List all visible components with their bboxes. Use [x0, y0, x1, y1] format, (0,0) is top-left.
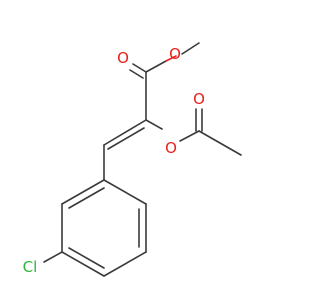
bond-oacetoxy-acetyl: [179, 130, 200, 142]
bond-alkene-2: [107, 127, 145, 150]
ring-bond-6-1-inner: [68, 187, 105, 209]
bond-methyl-o: [181, 42, 200, 55]
ring-bond-1-2: [103, 179, 147, 205]
ring-bond-6-1: [61, 179, 105, 205]
bond-lines: [43, 42, 242, 277]
atom-o-carbonyl-acetyl: O: [193, 90, 205, 108]
bond-o-ester-carbon: [145, 60, 167, 73]
ring-bond-3-4: [103, 251, 147, 277]
bond-ester-carbonyl-2: [129, 69, 144, 79]
ring-bond-4-5: [61, 251, 105, 277]
bond-alpha-oacetoxy: [145, 119, 163, 130]
atom-labels: O O O O Cl: [23, 45, 205, 276]
bond-acetyl-methyl: [198, 130, 242, 156]
ring-bond-4-5-inner: [68, 247, 105, 269]
bond-ring-cl: [43, 251, 63, 263]
atom-o-carbonyl-ester: O: [117, 49, 129, 67]
atom-cl: Cl: [23, 258, 38, 276]
bond-o-ester-carbon-red: [165, 55, 177, 62]
atom-o-acetoxy: O: [165, 139, 177, 157]
bond-ester-carbonyl-1: [132, 63, 147, 73]
chemical-structure-diagram: O O O O Cl: [22, 42, 242, 277]
bond-alkene-1: [103, 119, 147, 146]
atom-o-ester: O: [169, 45, 181, 63]
